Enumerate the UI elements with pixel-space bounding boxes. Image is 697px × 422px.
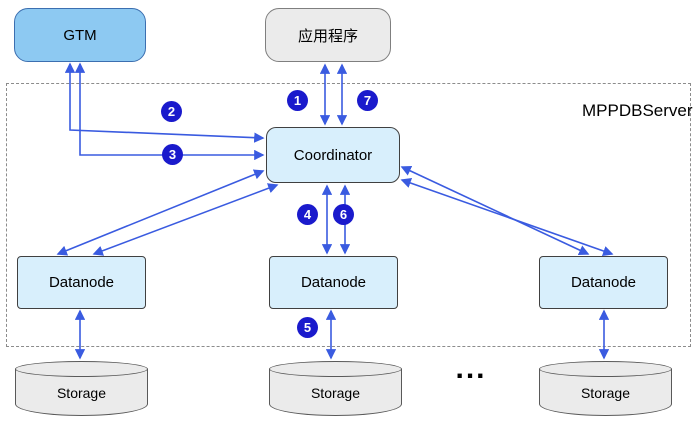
gtm-label: GTM <box>63 26 97 44</box>
coordinator-node: Coordinator <box>266 127 400 183</box>
application-label: 应用程序 <box>297 27 358 45</box>
coordinator-label: Coordinator <box>293 146 373 164</box>
datanode-2-label: Datanode <box>300 274 367 291</box>
storage-2-label: Storage <box>310 385 361 401</box>
storage-1-label: Storage <box>56 385 107 401</box>
storage-3-node: Storage <box>539 361 672 417</box>
datanode-1-label: Datanode <box>48 274 115 291</box>
gtm-node: GTM <box>14 8 146 62</box>
step-badge-5: 5 <box>297 317 318 338</box>
storage-1-node: Storage <box>15 361 148 417</box>
application-node: 应用程序 <box>265 8 391 62</box>
more-storage-ellipsis: ... <box>455 352 487 385</box>
step-badge-4: 4 <box>297 204 318 225</box>
datanode-2-node: Datanode <box>269 256 398 309</box>
step-badge-7: 7 <box>357 90 378 111</box>
storage-3-cylinder-top <box>539 361 672 377</box>
mppdbserver-label: MPPDBServer <box>582 101 693 120</box>
step-badge-3: 3 <box>162 144 183 165</box>
mppdbserver-group <box>6 83 691 347</box>
step-badge-2: 2 <box>161 101 182 122</box>
step-badge-6: 6 <box>333 204 354 225</box>
storage-3-label: Storage <box>580 385 631 401</box>
step-badge-1: 1 <box>287 90 308 111</box>
storage-2-cylinder-top <box>269 361 402 377</box>
datanode-3-node: Datanode <box>539 256 668 309</box>
datanode-3-label: Datanode <box>570 274 637 291</box>
storage-1-cylinder-top <box>15 361 148 377</box>
datanode-1-node: Datanode <box>17 256 146 309</box>
storage-2-node: Storage <box>269 361 402 417</box>
